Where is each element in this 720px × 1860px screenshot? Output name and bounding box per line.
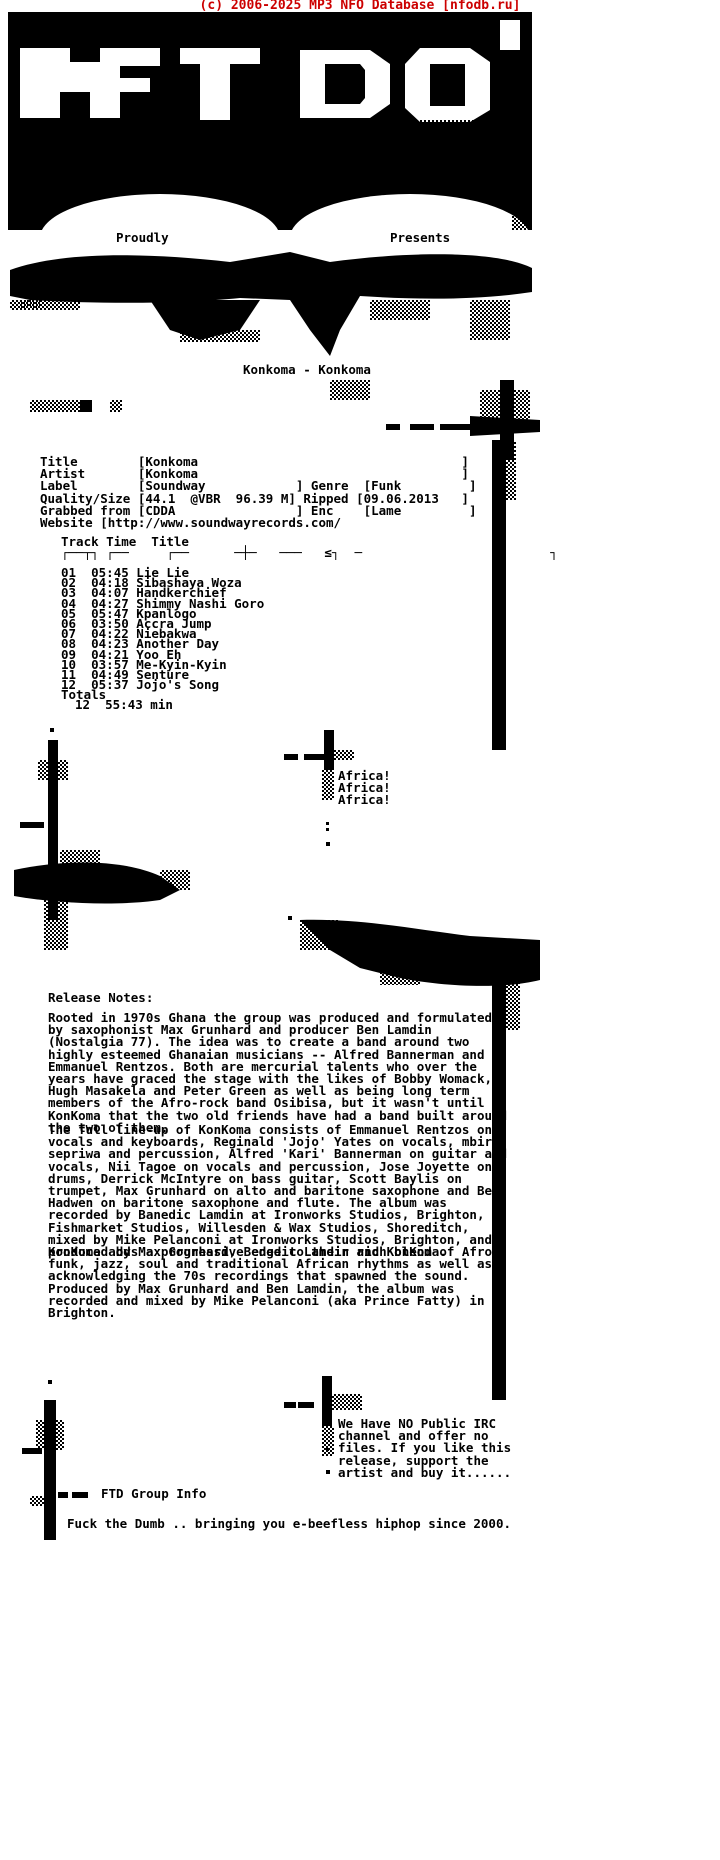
right-ornament-lower: [284, 1376, 362, 1474]
irc-notice: We Have NO Public IRC channel and offer …: [338, 1416, 512, 1480]
track-row: 08 04:23 Another Day: [61, 636, 220, 652]
track-row: 04 04:27 Shimmy Nashi Goro: [61, 595, 265, 611]
tracklist-header: Track Time Title: [61, 534, 189, 549]
left-ornament-middle: [14, 728, 190, 950]
track-row: 10 03:57 Me-Kyin-Kyin: [61, 656, 227, 672]
track-row: 09 04:21 Yoo Eh: [61, 646, 182, 662]
track-row: 11 04:49 Senture: [61, 667, 189, 682]
release-notes-paragraph-2: The full line-up of KonKoma consists of …: [48, 1122, 508, 1260]
track-row: 03 04:07 Handkerchief: [61, 585, 227, 601]
africa-chant: Africa! Africa! Africa!: [338, 768, 391, 808]
art-credit: bc<cia>: [416, 26, 469, 41]
center-ornament-africa: [284, 730, 354, 846]
release-title: Konkoma - Konkoma: [243, 362, 371, 377]
right-wing-middle: [288, 916, 540, 1400]
presents-label: Presents: [390, 230, 451, 245]
track-row: 01 05:45 Lie Lie: [61, 565, 189, 580]
track-row: 05 05:47 Kpanlogo: [61, 605, 197, 621]
ftd-logo-art: [8, 12, 532, 282]
track-row: 06 03:50 Accra Jump: [61, 616, 212, 631]
group-tagline: Fuck the Dumb .. bringing you e-beefless…: [67, 1516, 512, 1531]
left-ornament-lower: [22, 1380, 88, 1540]
right-ornament-bar: [386, 380, 540, 750]
release-notes-paragraph-1: Rooted in 1970s Ghana the group was prod…: [48, 1010, 508, 1135]
nfodb-banner: (c) 2006-2025 MP3 NFO Database [nfodb.ru…: [199, 0, 521, 13]
totals-label: Totals: [61, 687, 107, 702]
track-row: 12 05:37 Jojo's Song: [61, 677, 220, 693]
tracklist-rule: ┌──┬┐ ┌── ┌── ─┼─ ─── ≤┐ ─ ┐: [61, 545, 558, 560]
totals-row: 12 55:43 min: [75, 697, 173, 712]
group-info-label: FTD Group Info: [101, 1486, 207, 1501]
release-notes-heading: Release Notes:: [48, 990, 154, 1005]
track-row: 02 04:18 Sibashaya Woza: [61, 575, 242, 591]
track-row: 07 04:22 Niebakwa: [61, 626, 197, 642]
release-notes-paragraph-3: KonKoma adds a progressive edge to their…: [48, 1244, 500, 1321]
mask-wing-art: [10, 252, 532, 412]
proudly-label: Proudly: [116, 230, 169, 245]
release-info-block: Title [Konkoma ] Artist [Konkoma ] Label…: [40, 454, 500, 531]
